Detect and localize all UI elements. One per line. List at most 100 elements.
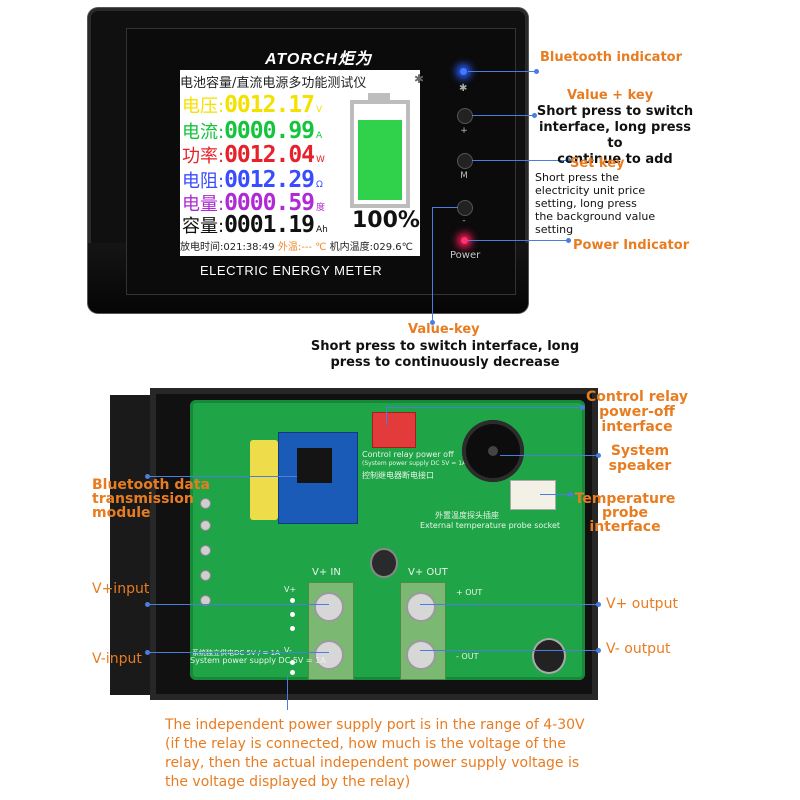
brand-logo: ATORCH炬为: [265, 51, 372, 68]
leader-vplus-out: [420, 604, 598, 605]
callout-vminus-input: V-input: [92, 651, 142, 667]
leader-dot: [580, 405, 585, 410]
reading-unit: Ω: [316, 180, 323, 190]
callout-line: module: [92, 505, 151, 521]
system-silk-cn: 系统独立供电DC 5V / = 1A: [192, 649, 280, 657]
bluetooth-icon: ✱: [414, 72, 425, 86]
callout-value-minus-key: Value-key: [408, 322, 480, 337]
leader-dot: [596, 648, 601, 653]
leader-power-port: [287, 676, 288, 710]
callout-system-speaker: System speaker: [600, 444, 680, 474]
v-plus-small-silk: V+: [284, 585, 297, 594]
battery-gauge: [350, 100, 410, 208]
pcb-hole: [200, 570, 211, 581]
callout-line: Bluetooth data: [92, 477, 211, 493]
leader-dot: [532, 113, 537, 118]
reading-unit: V: [316, 105, 323, 115]
bluetooth-chip: [297, 448, 332, 483]
battery-cap: [368, 93, 390, 101]
callout-power-indicator: Power Indicator: [573, 238, 690, 253]
minus-key-label: -: [462, 216, 466, 226]
buzzer-hole: [488, 446, 498, 456]
pcb-hole: [200, 520, 211, 531]
leader-dot: [145, 602, 150, 607]
desc-line: Short press to switch: [536, 104, 694, 119]
reading-unit: A: [316, 131, 323, 141]
callout-set-key-desc: Short press the electricity unit price s…: [535, 171, 685, 236]
capacitor: [532, 638, 566, 674]
screw-vminus-in[interactable]: [314, 640, 344, 670]
leader-set-key: [472, 160, 568, 161]
pcb-hole: [200, 498, 211, 509]
pin: [290, 660, 295, 665]
callout-value-plus-key: Value + key: [567, 88, 654, 103]
screw-vminus-out[interactable]: [406, 640, 436, 670]
leader-minus-key: [432, 207, 458, 208]
leader-speaker: [500, 455, 598, 456]
relay-connector: [372, 412, 416, 448]
screw-vplus-out[interactable]: [406, 592, 436, 622]
pin: [290, 598, 295, 603]
power-led: [461, 237, 468, 244]
reading-unit: 度: [316, 203, 326, 213]
callout-vminus-output: V- output: [606, 641, 671, 657]
callout-line: speaker: [608, 458, 672, 474]
note-line: relay, then the actual independent power…: [165, 755, 580, 771]
callout-line: Control relay: [585, 389, 689, 405]
callout-temperature-probe: Temperature probe interface: [570, 492, 680, 534]
callout-line: power-off: [599, 404, 675, 420]
leader-bluetooth-module: [147, 476, 297, 477]
desc-line: setting, long press: [535, 197, 637, 210]
leader-relay: [386, 407, 582, 408]
discharge-time: 放电时间:021:38:49: [180, 242, 275, 253]
leader-dot: [430, 320, 435, 325]
screen-title: 电池容量/直流电源多功能测试仪: [180, 76, 367, 91]
relay-silk-cn: 控制继电器断电接口: [362, 471, 434, 480]
battery-fill: [358, 120, 402, 200]
out-minus-silk: - OUT: [456, 652, 479, 661]
vplus-in-silk: V+ IN: [312, 567, 341, 578]
leader-plus-key: [472, 115, 534, 116]
note-line: (if the relay is connected, how much is …: [165, 736, 566, 752]
desc-line: continue to add: [557, 152, 673, 167]
leader-dot: [145, 650, 150, 655]
reading-value: 0001.19: [224, 212, 315, 238]
leader-bluetooth: [468, 71, 536, 72]
leader-dot: [568, 492, 573, 497]
reading-label: 电阻:: [182, 171, 225, 192]
callout-set-key: Set key: [570, 156, 625, 171]
temp-silk: External temperature probe socket: [420, 521, 561, 530]
note-line: The independent power supply port is in …: [165, 717, 585, 733]
plus-key-label: +: [460, 126, 468, 136]
bluetooth-side-icon: ✱: [459, 83, 468, 94]
callout-vplus-input: V+input: [92, 581, 150, 597]
pcb-hole: [200, 595, 211, 606]
set-key[interactable]: [457, 153, 473, 169]
plus-key[interactable]: [457, 108, 473, 124]
pin: [290, 626, 295, 631]
reading-value: 0000.59: [224, 190, 315, 216]
leader-vminus-in: [147, 652, 329, 653]
callout-bluetooth-module: Bluetooth data transmission module: [92, 478, 210, 520]
screw-vplus-in[interactable]: [314, 592, 344, 622]
leader-dot: [534, 69, 539, 74]
leader-dot: [596, 602, 601, 607]
pin: [290, 612, 295, 617]
reading-value: 0012.29: [224, 167, 315, 193]
leader-vminus-out: [420, 650, 598, 651]
set-key-label: M: [460, 171, 468, 181]
note-line: the voltage displayed by the relay): [165, 774, 411, 790]
reading-label: 电压:: [182, 96, 225, 117]
bluetooth-antenna: [250, 440, 278, 520]
minus-key[interactable]: [457, 200, 473, 216]
callout-value-plus-desc: Short press to switch interface, long pr…: [530, 104, 700, 168]
reading-label: 电流:: [182, 122, 225, 143]
reading-value: 0012.17: [224, 92, 315, 118]
desc-line: Short press the: [535, 171, 620, 184]
reading-value: 0012.04: [224, 142, 315, 168]
leader-minus-key-v: [432, 207, 433, 322]
